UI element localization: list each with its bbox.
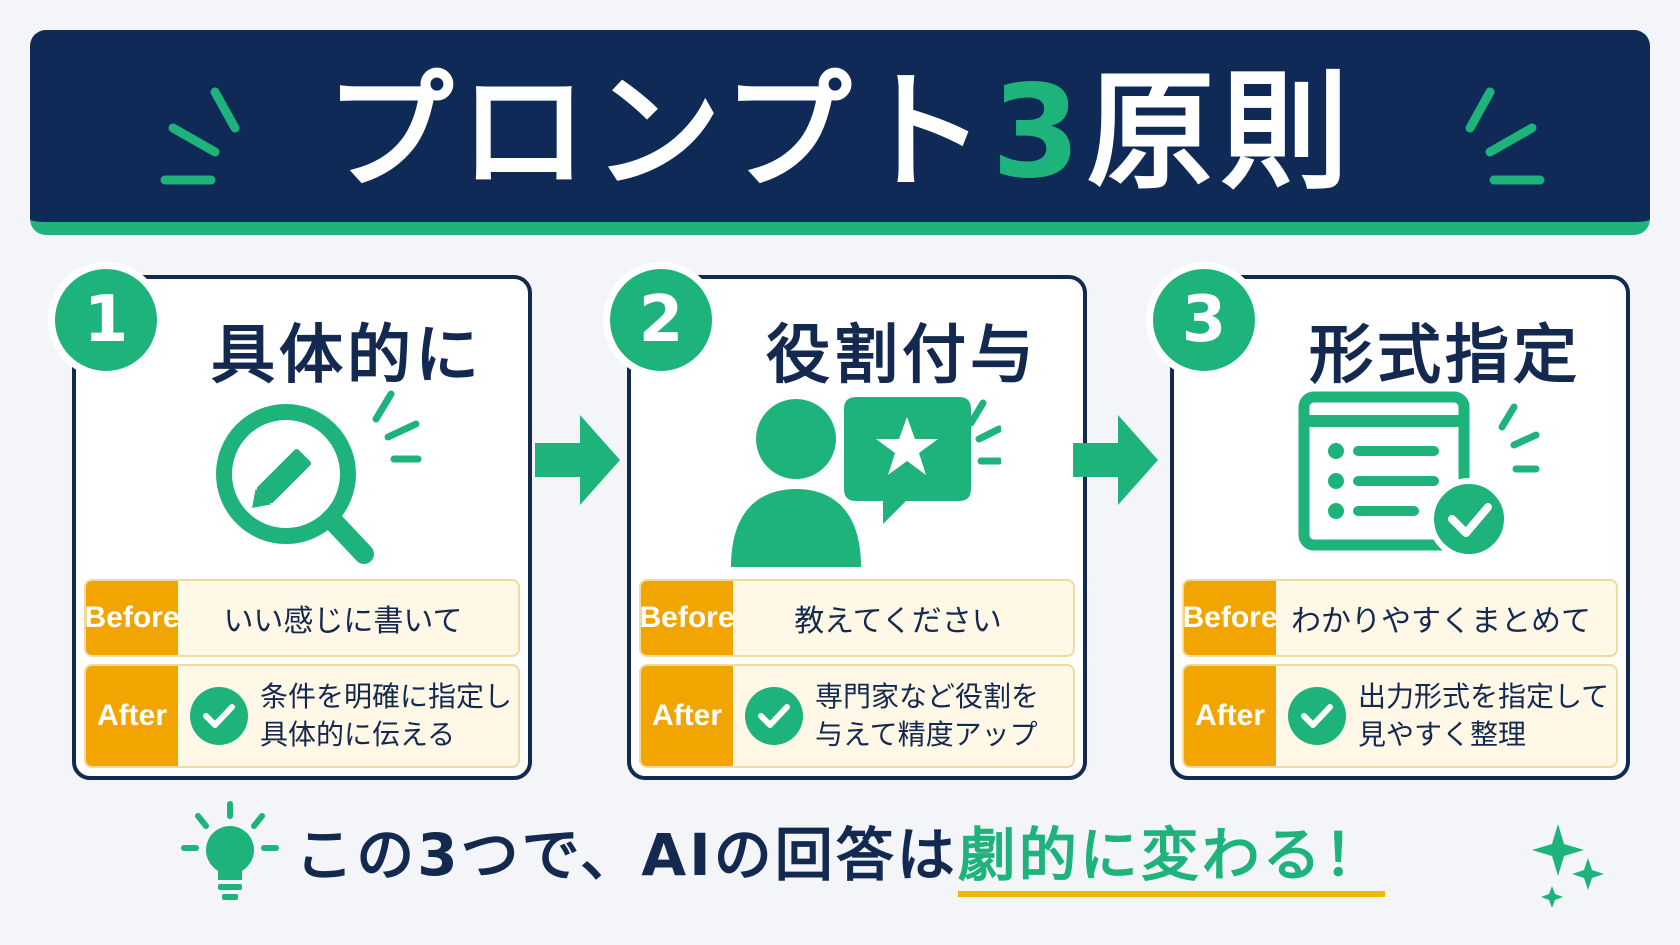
- before-text: 教えてください: [794, 604, 1002, 639]
- magnifier-pencil-icon: [216, 390, 422, 564]
- card-title: 役割付与: [766, 319, 1038, 393]
- before-row: Before いい感じに書いて: [84, 579, 520, 657]
- before-row: Before 教えてください: [639, 579, 1075, 657]
- check-icon: [1288, 687, 1346, 745]
- after-tag: After: [1184, 666, 1276, 766]
- sparkles-icon: [1532, 824, 1604, 908]
- summary-highlight: 劇的に変わる！: [957, 821, 1385, 897]
- arrow-right-icon: [535, 415, 620, 505]
- after-tag: After: [641, 666, 733, 766]
- lightbulb-icon: [181, 801, 279, 900]
- principle-card-format: 形式指定 Before わかりやすくまとめて After 出力形: [1170, 275, 1630, 780]
- burst-left-icon: [160, 87, 240, 185]
- card-title: 具体的に: [211, 319, 483, 393]
- after-row: After 専門家など役割を 与えて精度アップ: [639, 664, 1075, 768]
- summary-message: この3つで、AIの回答は劇的に変わる！: [0, 808, 1680, 897]
- step-number-3: 3: [1146, 262, 1262, 378]
- after-text: 専門家など役割を 与えて精度アップ: [815, 680, 1040, 751]
- step-number-2: 2: [603, 262, 719, 378]
- check-icon: [745, 687, 803, 745]
- check-icon: [190, 687, 248, 745]
- burst-right-icon: [1465, 87, 1545, 185]
- checklist-icon: [1298, 391, 1540, 560]
- step-number-1: 1: [48, 262, 164, 378]
- after-row: After 条件を明確に指定し 具体的に伝える: [84, 664, 520, 768]
- title-number: 3: [991, 58, 1087, 207]
- after-tag: After: [86, 666, 178, 766]
- before-tag: Before: [1182, 581, 1278, 655]
- after-text: 出力形式を指定して 見やすく整理: [1358, 680, 1610, 751]
- before-text: いい感じに書いて: [223, 604, 463, 639]
- arrow-right-icon: [1073, 415, 1158, 505]
- before-tag: Before: [84, 581, 180, 655]
- after-text: 条件を明確に指定し 具体的に伝える: [260, 680, 513, 751]
- before-tag: Before: [639, 581, 735, 655]
- principle-card-role: 役割付与 Before 教えてください After 専門家など役割を 与えて精度…: [627, 275, 1087, 780]
- before-row: Before わかりやすくまとめて: [1182, 579, 1618, 657]
- person-star-bubble-icon: [731, 397, 1001, 567]
- after-row: After 出力形式を指定して 見やすく整理: [1182, 664, 1618, 768]
- card-title: 形式指定: [1309, 319, 1581, 393]
- page-title: プロンプト3原則: [325, 58, 1355, 207]
- before-text: わかりやすくまとめて: [1291, 604, 1591, 639]
- principle-card-specific: 具体的に Before いい感じに書いて After 条件を明確に指定し 具体的…: [72, 275, 532, 780]
- title-banner: プロンプト3原則: [30, 30, 1650, 235]
